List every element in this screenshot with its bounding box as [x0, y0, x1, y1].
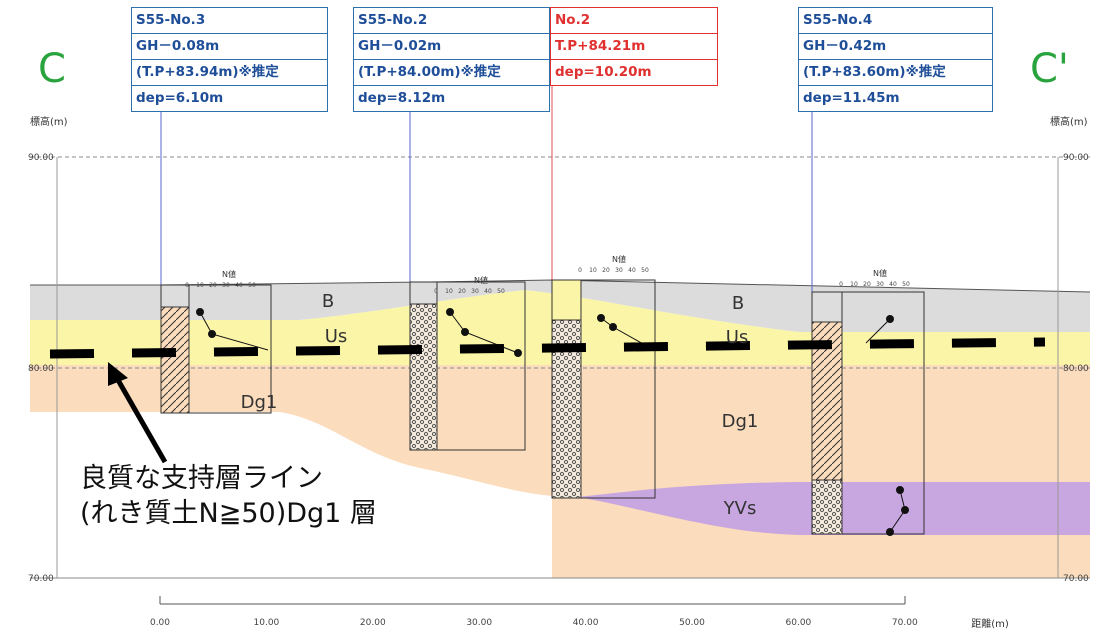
borehole-depth: dep=10.20m: [555, 64, 652, 80]
borehole-name: S55-No.4: [799, 8, 992, 34]
borehole-info-s55-no2: S55-No.2 GH－0.02m (T.P+84.00m)※推定 dep=8.…: [353, 7, 550, 112]
elevation-tick-right: 90.00: [1063, 153, 1089, 163]
n-value-tick: 50: [641, 267, 649, 274]
borehole-name: No.2: [551, 8, 717, 34]
n-value-tick: 10: [196, 282, 204, 289]
elevation-tick-left: 80.00: [28, 364, 54, 374]
n-value-tick: 30: [615, 267, 623, 274]
layer-label-b: B: [732, 293, 744, 314]
borehole-tp: (T.P+83.60m)※推定: [799, 60, 992, 86]
borehole-info-s55-no4: S55-No.4 GH－0.42m (T.P+83.60m)※推定 dep=11…: [798, 7, 993, 112]
support-layer-callout: 良質な支持層ライン (れき質土N≧50)Dg1 層: [80, 461, 377, 531]
distance-tick-label: 50.00: [679, 618, 705, 628]
n-value-tick: 40: [484, 288, 492, 295]
elevation-tick-left: 90.00: [28, 153, 54, 163]
borehole-depth: dep=6.10m: [136, 90, 224, 106]
n-value-tick: 0: [434, 288, 438, 295]
n-value-plot-s55-no4: [865, 315, 909, 536]
distance-axis-title: 距離(m): [971, 617, 1009, 630]
borehole-info-s55-no3: S55-No.3 GH－0.08m (T.P+83.94m)※推定 dep=6.…: [131, 7, 328, 112]
n-value-tick: 20: [458, 288, 466, 295]
borehole-info-no2: No.2 T.P+84.21m dep=10.20m: [550, 7, 718, 86]
layer-label-us: Us: [325, 326, 348, 347]
borehole-depth: dep=11.45m: [803, 90, 900, 106]
elevation-axis-title-left: 標高(m): [30, 115, 68, 128]
n-value-header: N値: [873, 268, 887, 278]
section-end-label: C': [1030, 46, 1069, 92]
borehole-tp: (T.P+83.94m)※推定: [132, 60, 327, 86]
distance-tick-label: 0.00: [150, 618, 170, 628]
borehole-log-s55-no4: [811, 291, 925, 535]
n-value-plot-s55-no2: [446, 308, 522, 357]
borehole-log-no2: [551, 279, 656, 499]
support-layer-line: [49, 337, 1046, 359]
borehole-gh: GH－0.42m: [799, 34, 992, 60]
elevation-axis-title-right: 標高(m): [1050, 115, 1088, 128]
n-value-tick: 30: [876, 281, 884, 288]
layer-label-dg1: Dg1: [241, 392, 278, 413]
distance-tick-label: 70.00: [892, 618, 918, 628]
n-value-tick: 20: [863, 281, 871, 288]
callout-arrow: [108, 362, 168, 464]
borehole-gh: GH－0.02m: [354, 34, 549, 60]
callout-line-1: 良質な支持層ライン: [80, 463, 323, 494]
section-start-label: C: [38, 46, 66, 92]
distance-tick-label: 60.00: [786, 618, 812, 628]
n-value-header: N値: [474, 275, 488, 285]
distance-tick-label: 20.00: [360, 618, 386, 628]
n-value-tick: 20: [209, 282, 217, 289]
n-value-tick: 30: [471, 288, 479, 295]
n-value-tick: 10: [850, 281, 858, 288]
distance-tick-label: 30.00: [466, 618, 492, 628]
n-value-tick: 30: [222, 282, 230, 289]
n-value-tick: 50: [902, 281, 910, 288]
elevation-tick-right: 70.00: [1063, 574, 1089, 584]
n-value-tick: 40: [889, 281, 897, 288]
borehole-tp: T.P+84.21m: [551, 34, 717, 60]
elevation-tick-right: 80.00: [1063, 364, 1089, 374]
borehole-tp: (T.P+84.00m)※推定: [354, 60, 549, 86]
elevation-tick-left: 70.00: [28, 574, 54, 584]
layer-label-us: Us: [726, 327, 749, 348]
distance-tick-label: 40.00: [573, 618, 599, 628]
n-value-header: N値: [222, 269, 236, 279]
n-value-tick: 0: [578, 267, 582, 274]
callout-line-2: (れき質土N≧50)Dg1 層: [80, 498, 377, 529]
borehole-name: S55-No.3: [132, 8, 327, 34]
n-value-tick: 50: [497, 288, 505, 295]
borehole-log-s55-no2: [409, 281, 526, 451]
dynamic-labels: 標高(m) 標高(m) 90.00 90.00 80.00 80.00 70.00 70.00…: [28, 115, 1089, 630]
borehole-name: S55-No.2: [354, 8, 549, 34]
n-value-plot-no2: [597, 314, 646, 346]
borehole-gh: GH－0.08m: [132, 34, 327, 60]
n-value-tick: 40: [235, 282, 243, 289]
n-value-tick: 10: [445, 288, 453, 295]
layer-label-yvs: YVs: [723, 498, 757, 519]
n-value-tick: 50: [248, 282, 256, 289]
n-value-tick: 0: [185, 282, 189, 289]
n-value-header: N値: [612, 254, 626, 264]
borehole-depth: dep=8.12m: [358, 90, 446, 106]
distance-tick-label: 10.00: [254, 618, 280, 628]
n-value-tick: 0: [839, 281, 843, 288]
layer-label-b: B: [322, 291, 334, 312]
layer-label-dg1: Dg1: [722, 411, 759, 432]
n-value-plot-s55-no3: [196, 308, 269, 351]
n-value-tick: 40: [628, 267, 636, 274]
n-value-tick: 10: [589, 267, 597, 274]
n-value-tick: 20: [602, 267, 610, 274]
